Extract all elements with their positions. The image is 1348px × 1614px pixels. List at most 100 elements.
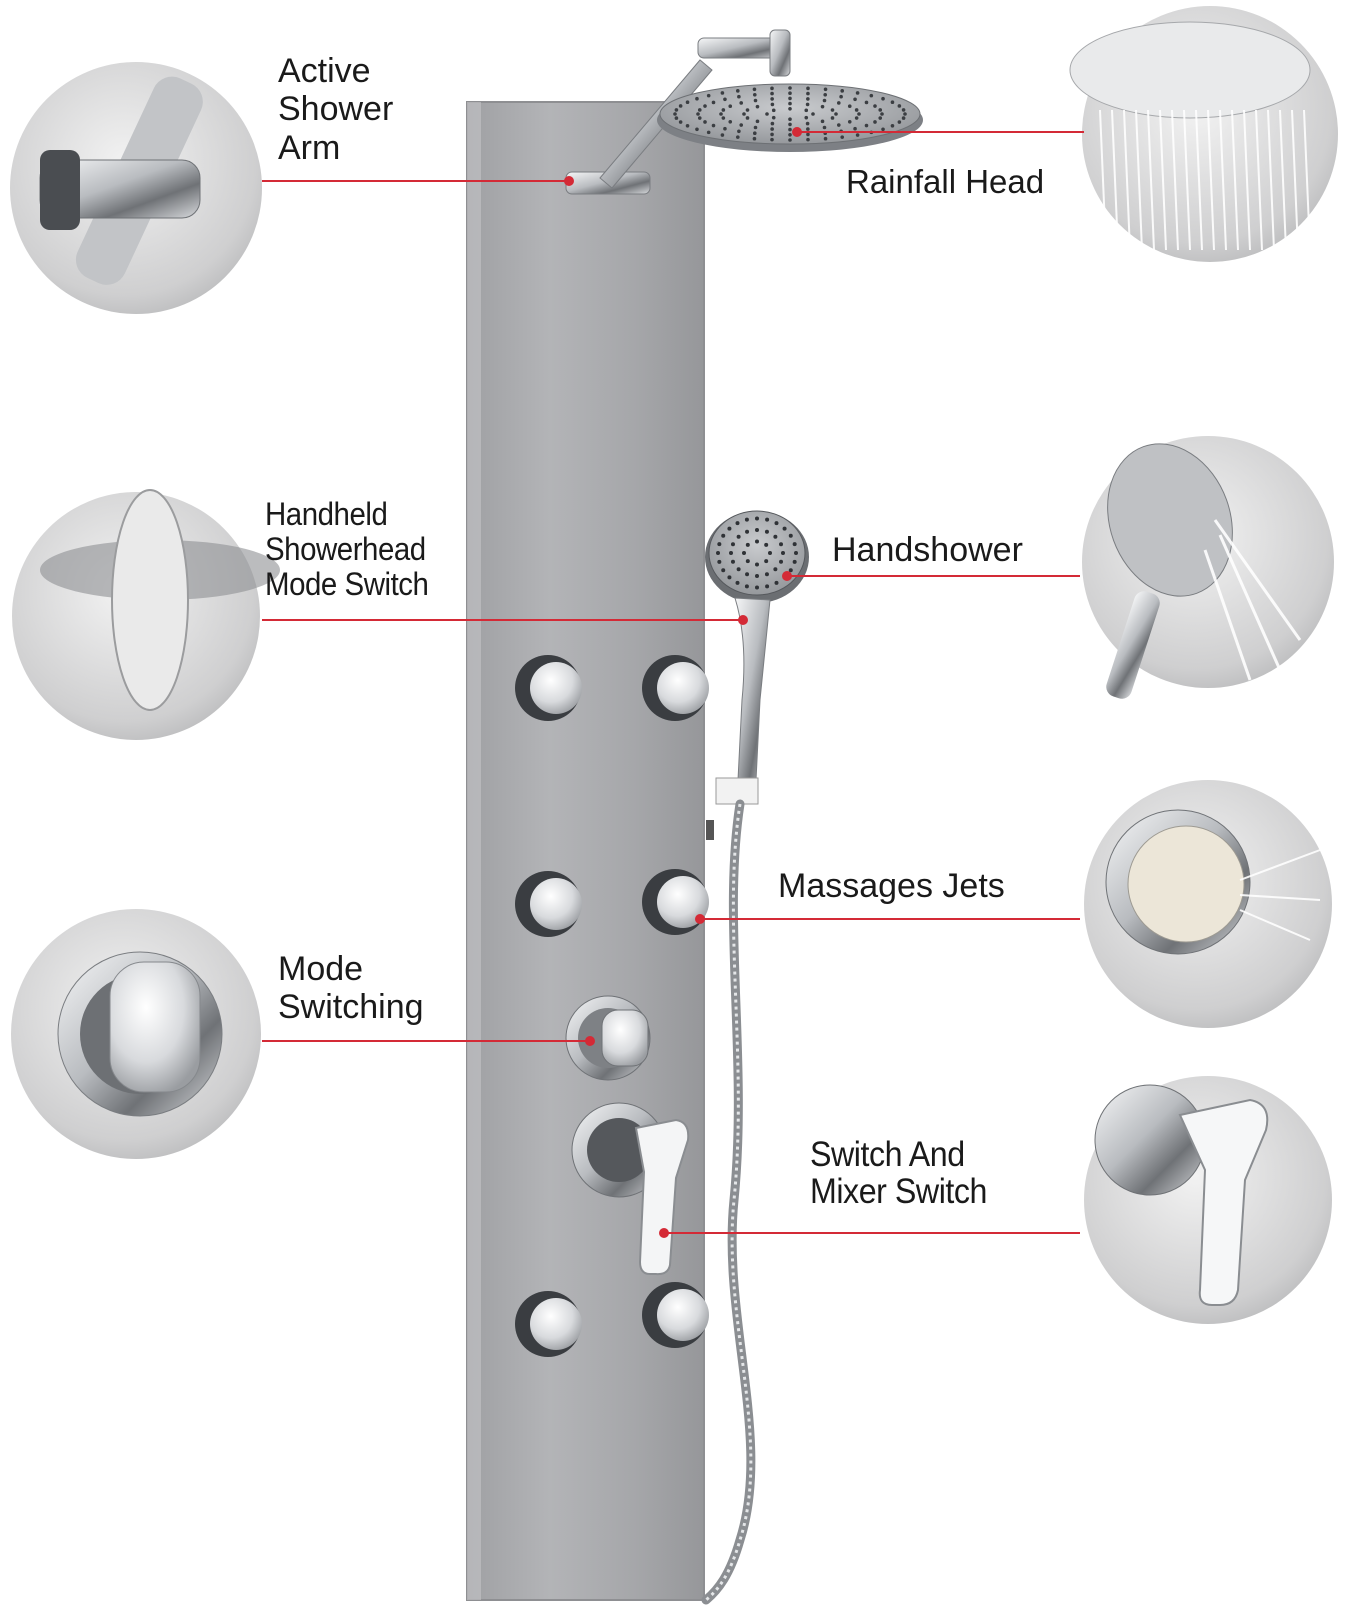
nozzle-dot: [805, 102, 810, 107]
nozzle-dot: [873, 120, 877, 124]
nozzle-dot: [752, 136, 757, 141]
nozzle-dot: [723, 97, 727, 102]
nozzle-dot: [873, 104, 877, 108]
mode-switch-knob: [565, 995, 651, 1081]
nozzle-dot: [730, 559, 735, 564]
water-streak: [1219, 109, 1227, 251]
nozzle-dot: [854, 116, 859, 120]
nozzle-dot: [834, 112, 838, 116]
nozzle-dot: [806, 127, 810, 131]
nozzle-dot: [728, 120, 733, 124]
nozzle-dot: [770, 91, 774, 96]
nozzle-dot: [735, 135, 740, 139]
nozzle-dot: [880, 112, 884, 116]
nozzle-dot: [774, 580, 779, 585]
nozzle-dot: [720, 91, 725, 95]
nozzle-dot: [811, 112, 815, 116]
nozzle-dot: [755, 562, 759, 567]
nozzle-dot: [781, 551, 785, 555]
nozzle-dot: [773, 567, 778, 572]
nozzle-dot: [735, 89, 740, 93]
nozzle-dot: [881, 127, 885, 132]
nozzle-dot: [723, 126, 727, 131]
nozzle-dot: [788, 86, 792, 90]
nozzle-dot: [806, 137, 810, 142]
nozzle-dot: [745, 108, 750, 112]
massage-jets: [515, 655, 709, 1357]
nozzle-dot: [806, 97, 810, 101]
handshower-icon: [701, 510, 809, 1605]
nozzle-dot: [836, 123, 841, 127]
nozzle-dot: [706, 93, 711, 98]
nozzle-dot: [792, 559, 797, 564]
nozzle-dot: [804, 115, 809, 120]
nozzle-dot: [695, 96, 699, 101]
nozzle-dot: [755, 528, 759, 532]
mixer-lever: [571, 1102, 690, 1276]
nozzle-dot: [721, 533, 726, 538]
nozzle-dot: [840, 135, 845, 139]
nozzle-dot: [674, 116, 679, 120]
nozzle-dot: [745, 559, 750, 564]
nozzle-dot: [788, 133, 792, 137]
water-streak: [1279, 109, 1287, 251]
detail-circle-jet: [1084, 780, 1332, 1028]
water-streak: [1243, 109, 1251, 251]
water-streak: [1159, 109, 1167, 251]
nozzle-dot: [771, 108, 776, 113]
massage-jet: [515, 1291, 582, 1357]
nozzle-dot: [755, 104, 760, 109]
nozzle-dot: [752, 92, 757, 97]
nozzle-dot: [727, 526, 732, 531]
label-handshower: Handshower: [832, 531, 1023, 569]
nozzle-dot: [822, 125, 827, 130]
nozzle-dot: [823, 92, 828, 97]
nozzle-dot: [806, 91, 810, 96]
shower-arm: [565, 29, 791, 195]
nozzle-dot: [820, 104, 825, 109]
nozzle-dot: [742, 551, 746, 555]
detail-circle-arm: [10, 62, 262, 314]
nozzle-dot: [823, 136, 828, 141]
nozzle-dot: [703, 104, 707, 108]
nozzle-dot: [864, 123, 869, 128]
nozzle-dot: [869, 93, 874, 98]
water-streak: [1207, 109, 1215, 251]
nozzle-dot: [736, 567, 741, 572]
nozzle-dot: [739, 123, 744, 127]
nozzle-dot: [719, 112, 723, 116]
water-streak: [1171, 109, 1179, 251]
nozzle-dot: [721, 116, 726, 120]
nozzle-dot: [744, 517, 749, 522]
nozzle-dot: [737, 94, 741, 99]
nozzle-dot: [839, 94, 843, 99]
shower-panel: [466, 101, 705, 1601]
nozzle-dot: [752, 131, 757, 136]
water-streak: [1099, 109, 1107, 251]
nozzle-dot: [753, 98, 758, 103]
nozzle-dot: [717, 542, 722, 547]
nozzle-dot: [788, 568, 793, 573]
water-streak: [1135, 109, 1143, 251]
nozzle-dot: [703, 120, 707, 124]
nozzle-dot: [773, 534, 778, 539]
water-streak: [1303, 109, 1311, 251]
nozzle-dot: [792, 542, 797, 547]
massage-jet: [642, 1282, 709, 1348]
nozzle-dot: [745, 572, 750, 577]
nozzle-dot: [890, 124, 895, 128]
nozzle-dot: [788, 127, 792, 132]
nozzle-dot: [890, 100, 895, 104]
nozzle-dot: [770, 97, 774, 101]
detail-circle-mixer: [1084, 1076, 1332, 1324]
nozzle-dot: [730, 542, 735, 547]
nozzle-dot: [782, 526, 787, 531]
nozzle-dot: [721, 108, 726, 112]
nozzle-dot: [744, 584, 749, 589]
nozzle-dot: [735, 521, 740, 526]
massage-jet: [642, 869, 709, 935]
nozzle-dot: [755, 516, 759, 521]
nozzle-dot: [695, 127, 699, 132]
nozzle-dot: [788, 91, 792, 95]
